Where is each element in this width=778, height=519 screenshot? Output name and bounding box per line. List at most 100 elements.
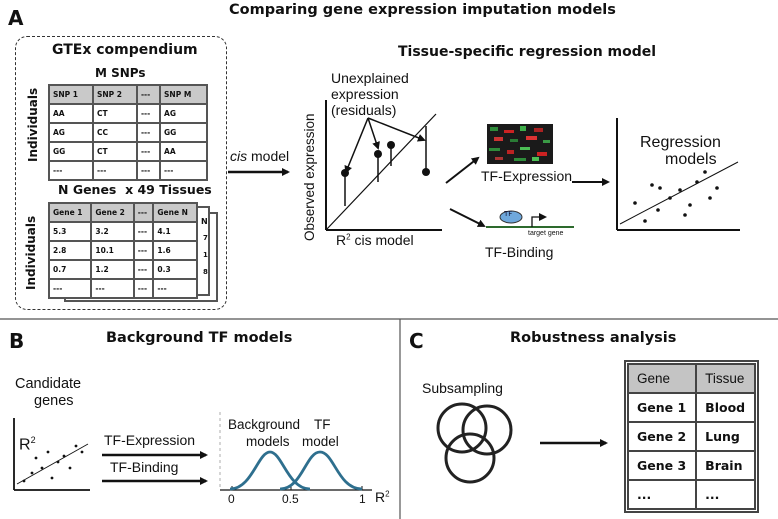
snp-cell: GG	[48, 141, 94, 162]
gene-cell: 10.1	[90, 240, 135, 261]
gene-cell: ---	[47, 278, 93, 299]
r2-axis-label-b: R2	[375, 489, 390, 505]
table-cell: Brain	[695, 450, 756, 481]
tick-0: 0	[228, 492, 235, 506]
table-cell: Gene 3	[626, 450, 698, 481]
snp-header: SNP 1	[48, 84, 94, 105]
panel-b-title: Background TF models	[106, 330, 293, 346]
residuals-line-3: (residuals)	[331, 102, 397, 118]
regression-scatter	[616, 118, 740, 231]
cis-model-text: model	[247, 148, 290, 164]
gtex-box	[15, 36, 227, 310]
gene-cell: 5.3	[47, 221, 93, 242]
snp-cell: AA	[48, 103, 94, 124]
snp-cell: ---	[159, 160, 208, 181]
candidate-genes-line-2: genes	[34, 393, 74, 409]
gene-cell: 2.8	[47, 240, 93, 261]
table-cell: ...	[695, 479, 756, 510]
gene-cell: ---	[90, 278, 135, 299]
subsampling-label: Subsampling	[422, 380, 503, 396]
table-cell: Blood	[695, 392, 756, 423]
snp-cell: ---	[135, 141, 162, 162]
regression-models-line-2: models	[665, 151, 717, 168]
background-models-line-1: Background	[228, 417, 301, 432]
panel-c-letter: C	[409, 329, 424, 353]
snp-cell: CC	[91, 122, 138, 143]
gene-cell: 1.6	[152, 240, 198, 261]
snp-cell: ---	[91, 160, 138, 181]
r2-distributions	[219, 412, 372, 491]
background-models-line-2: models	[246, 434, 290, 449]
tf-binding-label-a: TF-Binding	[485, 244, 554, 260]
snp-cell: ---	[135, 160, 162, 181]
snp-header: SNP 2	[91, 84, 138, 105]
gtex-title: GTEx compendium	[52, 42, 198, 58]
snp-cell: CT	[91, 103, 138, 124]
tf-expression-heatmap	[487, 124, 553, 164]
residuals-line-2: expression	[331, 86, 399, 102]
snp-cell: AG	[48, 122, 94, 143]
tf-expression-label-a: TF-Expression	[481, 168, 573, 184]
tf-badge: TF	[504, 210, 513, 218]
snp-cell: CT	[91, 141, 138, 162]
candidate-genes-line-1: Candidate	[15, 376, 82, 392]
gene-cell: 3.2	[90, 221, 135, 242]
back-table-fragment: 8	[203, 268, 208, 276]
tissue-column-header: Tissue	[695, 363, 756, 394]
panel-c-title: Robustness analysis	[510, 330, 677, 346]
subsampling-venn	[436, 402, 513, 484]
gene-cell: 0.3	[152, 259, 198, 280]
gene-cell: 1.2	[90, 259, 135, 280]
gene-column-header: Gene	[626, 363, 698, 394]
r2-cis-axis-label: R2 cis model	[336, 232, 414, 248]
gene-header: Gene 1	[47, 202, 93, 223]
panel-a-title: Comparing gene expression imputation mod…	[229, 2, 616, 18]
back-table-fragment: 1	[203, 251, 208, 259]
table-cell: Gene 2	[626, 421, 698, 452]
table-cell: Lung	[695, 421, 756, 452]
gene-header: ---	[132, 202, 155, 223]
target-gene-label: target gene	[528, 230, 564, 237]
snp-cell: ---	[135, 122, 162, 143]
panel-b-letter: B	[9, 329, 25, 353]
regression-title: Tissue-specific regression model	[398, 44, 657, 60]
cis-italic: cis	[230, 148, 248, 164]
snp-cell: ---	[48, 160, 94, 181]
tf-model-line-1: TF	[314, 417, 331, 432]
tf-binding-schematic	[486, 210, 574, 228]
panel-a-letter: A	[8, 6, 24, 30]
genes-tissues-label: N Genes x 49 Tissues	[58, 182, 212, 197]
arrow-to-tf-binding	[449, 208, 486, 227]
residuals-line-1: Unexplained	[331, 70, 409, 86]
table-cell: Gene 1	[626, 392, 698, 423]
tick-0-5: 0.5	[282, 492, 299, 506]
snp-header: SNP M	[159, 84, 208, 105]
gene-cell: 0.7	[47, 259, 93, 280]
tf-binding-label-b: TF-Binding	[110, 459, 179, 475]
tf-model-line-2: model	[302, 434, 339, 449]
gene-cell: 4.1	[152, 221, 198, 242]
snps-label: M SNPs	[95, 66, 146, 80]
snp-cell: ---	[135, 103, 162, 124]
gene-header: Gene 2	[90, 202, 135, 223]
back-table-fragment: 7	[203, 234, 208, 242]
gene-header: Gene N	[152, 202, 198, 223]
r2-label-b: R2	[19, 435, 36, 454]
regression-models-line-1: Regression	[640, 134, 721, 151]
tick-1: 1	[359, 492, 366, 506]
snp-cell: GG	[159, 122, 208, 143]
candidate-scatter	[13, 418, 90, 491]
table-cell: ...	[626, 479, 698, 510]
residual-plot	[325, 100, 442, 231]
cis-model-label: cis model	[230, 148, 289, 164]
snp-cell: AA	[159, 141, 208, 162]
arrow-to-tf-expression	[445, 156, 480, 184]
back-table-fragment: N	[201, 217, 208, 226]
tf-expression-label-b: TF-Expression	[104, 432, 196, 448]
snp-cell: AG	[159, 103, 208, 124]
snp-header: ---	[135, 84, 162, 105]
